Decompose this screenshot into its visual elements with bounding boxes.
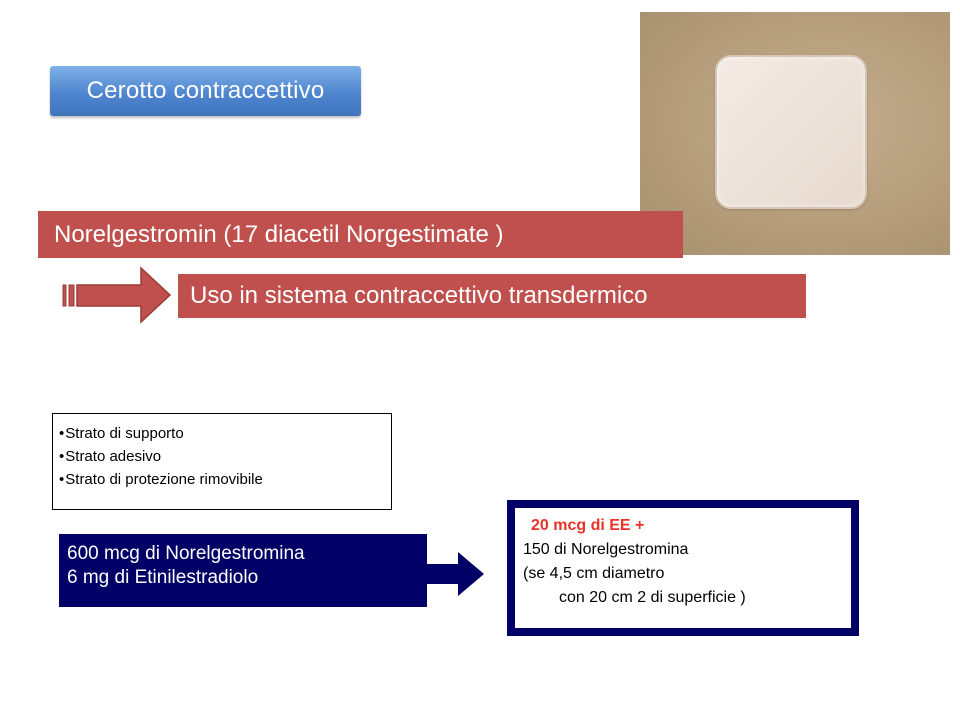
striped-right-arrow-icon: [62, 266, 172, 324]
layer-item: Strato di supporto: [59, 422, 391, 445]
layer-item: Strato adesivo: [59, 445, 391, 468]
layer-item: Strato di protezione rimovibile: [59, 468, 391, 491]
patch-image: [715, 55, 867, 209]
use-banner: Uso in sistema contraccettivo transdermi…: [178, 274, 806, 318]
compound-banner-text: Norelgestromin (17 diacetil Norgestimate…: [54, 220, 504, 248]
slide-title: Cerotto contraccettivo: [50, 66, 361, 116]
release-box-inner: 20 mcg di EE + 150 di Norelgestromina (s…: [515, 508, 851, 628]
dose-line: 6 mg di Etinilestradiolo: [67, 567, 259, 588]
release-highlight: 20 mcg di EE +: [531, 517, 645, 534]
release-box: 20 mcg di EE + 150 di Norelgestromina (s…: [507, 500, 859, 636]
compound-banner: Norelgestromin (17 diacetil Norgestimate…: [38, 211, 683, 258]
dose-line: 600 mcg di Norelgestromina: [67, 543, 305, 564]
striped-right-arrow-icon: [407, 552, 484, 596]
layers-list: Strato di supporto Strato adesivo Strato…: [59, 422, 391, 491]
use-banner-text: Uso in sistema contraccettivo transdermi…: [190, 282, 648, 309]
release-line: con 20 cm 2 di superficie ): [559, 589, 746, 606]
layers-box: Strato di supporto Strato adesivo Strato…: [52, 413, 392, 510]
dose-box: 600 mcg di Norelgestromina 6 mg di Etini…: [59, 534, 427, 607]
release-line: 150 di Norelgestromina: [523, 541, 689, 558]
release-line: (se 4,5 cm diametro: [523, 565, 665, 582]
